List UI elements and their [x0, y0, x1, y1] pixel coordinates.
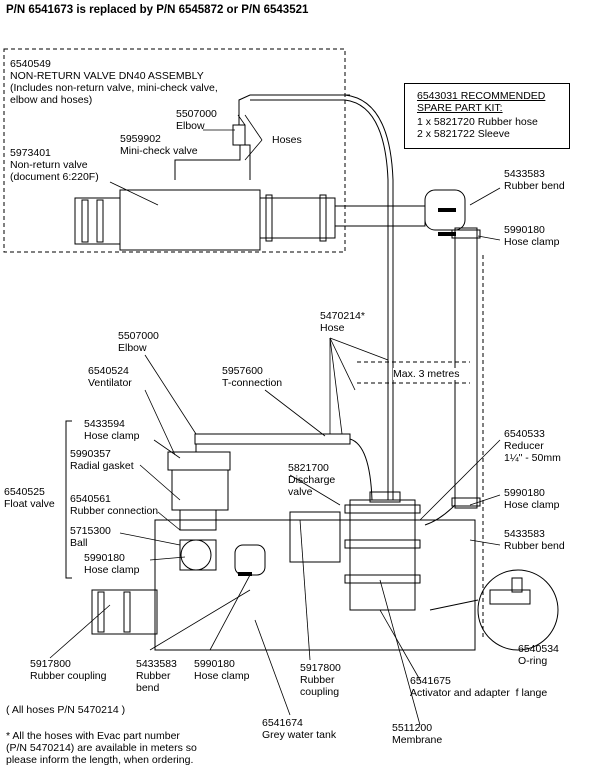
- label-ball: 5715300 Ball: [70, 525, 111, 549]
- label-o-ring: 6540534 O-ring: [518, 643, 559, 667]
- footnote: * All the hoses with Evac part number (P…: [6, 730, 197, 766]
- label-main-hose: 5470214* Hose: [320, 310, 365, 334]
- kit-title: 6543031 RECOMMENDED SPARE PART KIT:: [417, 90, 546, 114]
- label-discharge-valve: 5821700 Discharge valve: [288, 462, 336, 498]
- kit-line-sleeve: 2 x 5821722 Sleeve: [417, 128, 510, 140]
- label-membrane: 5511200 Membrane: [392, 722, 443, 746]
- right-vertical-pipe: [424, 189, 481, 526]
- label-elbow-mid: 5507000 Elbow: [118, 330, 159, 354]
- spare-part-kit-box: 6543031 RECOMMENDED SPARE PART KIT: 1 x …: [404, 83, 570, 149]
- main-hose: [250, 94, 394, 500]
- label-rubber-connection: 6540561 Rubber connection: [70, 493, 159, 517]
- label-hose-clamp-left: 5990180 Hose clamp: [84, 552, 140, 576]
- leader-lines: [49, 114, 501, 726]
- label-non-return-valve: 5973401 Non-return valve (document 6:220…: [10, 147, 99, 183]
- label-grey-water-tank: 6541674 Grey water tank: [262, 717, 337, 741]
- activator-block: [289, 491, 421, 611]
- label-t-connection: 5957600 T-connection: [222, 365, 283, 389]
- label-rubber-coupling-left: 5917800 Rubber coupling: [30, 658, 107, 682]
- nrv-pipe: [74, 94, 426, 251]
- label-float-valve: 6540525 Float valve: [4, 486, 55, 510]
- label-hose-clamp-right-mid: 5990180 Hose clamp: [504, 487, 560, 511]
- label-max-length: Max. 3 metres: [393, 368, 460, 380]
- grey-water-tank: [154, 519, 476, 651]
- label-rubber-coupling-bottom: 5917800 Rubber coupling: [300, 662, 341, 698]
- label-radial-gasket: 5990357 Radial gasket: [70, 448, 134, 472]
- page-header: P/N 6541673 is replaced by P/N 6545872 o…: [6, 4, 309, 16]
- label-rubber-bend-top: 5433583 Rubber bend: [504, 168, 565, 192]
- label-mini-check-valve: 5959902 Mini-check valve: [120, 133, 198, 157]
- label-activator: 6541675 Activator and adapter f lange: [410, 675, 548, 699]
- label-reducer: 6540533 Reducer 1¼" - 50mm: [504, 428, 561, 464]
- t-connection-pipe: [194, 433, 351, 445]
- kit-line-hose: 1 x 5821720 Rubber hose: [417, 116, 538, 128]
- label-hose-clamp-float: 5433594 Hose clamp: [84, 418, 140, 442]
- nrv-assembly-box: [3, 48, 346, 253]
- float-valve-bracket: [65, 420, 72, 579]
- label-rubber-bend-right: 5433583 Rubber bend: [504, 528, 565, 552]
- label-nrv-assembly: 6540549 NON-RETURN VALVE DN40 ASSEMBLY (…: [10, 58, 218, 106]
- label-hose-clamp-bottom: 5990180 Hose clamp: [194, 658, 250, 682]
- label-all-hoses: ( All hoses P/N 5470214 ): [6, 704, 126, 716]
- float-valve-body: [167, 444, 231, 571]
- label-rubber-bend-bottom: 5433583 Rubber bend: [136, 658, 177, 694]
- label-hose-clamp-right-top: 5990180 Hose clamp: [504, 224, 560, 248]
- label-hoses: Hoses: [272, 134, 302, 146]
- label-elbow-top: 5507000 Elbow: [176, 108, 217, 132]
- label-ventilator: 6540524 Ventilator: [88, 365, 132, 389]
- o-ring-detail: [477, 569, 559, 651]
